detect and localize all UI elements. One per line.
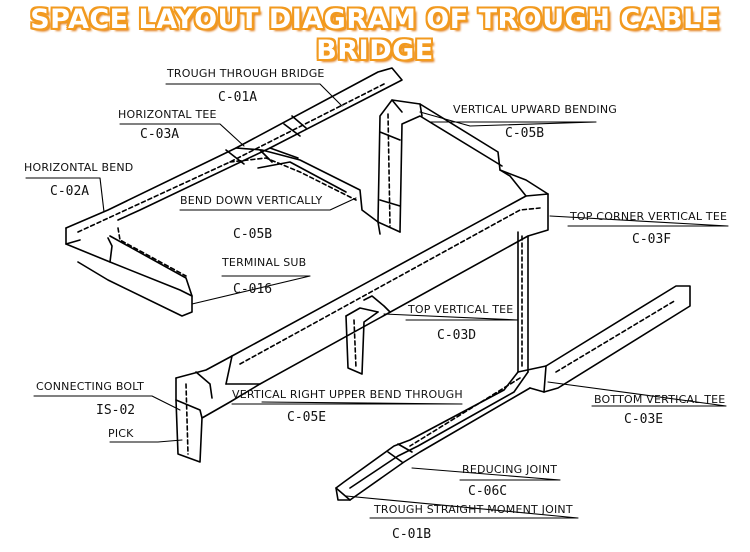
label-vertical-upward-bending: VERTICAL UPWARD BENDING: [453, 103, 617, 116]
diagram-title: SPACE LAYOUT DIAGRAM OF TROUGH CABLE BRI…: [30, 4, 720, 66]
main-tray: [175, 169, 549, 463]
code-bottom-vertical-tee: C-03E: [624, 412, 664, 427]
code-reducing-joint: C-06C: [468, 484, 508, 499]
code-vertical-upward-bending: C-05B: [505, 126, 545, 141]
code-connecting-bolt: IS-02: [96, 403, 136, 418]
label-pick: PICK: [108, 427, 134, 440]
code-top-vertical-tee: C-03D: [437, 328, 477, 343]
label-trough-through-bridge: TROUGH THROUGH BRIDGE: [167, 67, 325, 80]
label-trough-straight-moment-joint: TROUGH STRAIGHT MOMENT JOINT: [374, 503, 573, 516]
code-vertical-right-upper-bend: C-05E: [287, 410, 327, 425]
label-horizontal-bend: HORIZONTAL BEND: [24, 161, 134, 174]
label-top-vertical-tee: TOP VERTICAL TEE: [408, 303, 514, 316]
code-trough-through-bridge: C-01A: [218, 90, 258, 105]
label-connecting-bolt: CONNECTING BOLT: [36, 380, 144, 393]
vertical-riser: [377, 99, 511, 233]
label-horizontal-tee: HORIZONTAL TEE: [118, 108, 217, 121]
label-terminal-sub: TERMINAL SUB: [222, 256, 307, 269]
label-vertical-right-upper-bend: VERTICAL RIGHT UPPER BEND THROUGH: [232, 388, 463, 401]
code-trough-straight-moment-joint: C-01B: [392, 527, 432, 542]
code-top-corner-vertical-tee: C-03F: [632, 232, 672, 247]
code-bend-down-vertically: C-05B: [233, 227, 273, 242]
code-terminal-sub: C-016: [233, 282, 273, 297]
label-bend-down-vertically: BEND DOWN VERTICALLY: [180, 194, 323, 207]
label-bottom-vertical-tee: BOTTOM VERTICAL TEE: [594, 393, 726, 406]
leader-lines: [25, 83, 729, 519]
lower-tray: [335, 285, 691, 501]
label-top-corner-vertical-tee: TOP CORNER VERTICAL TEE: [570, 210, 728, 223]
code-horizontal-bend: C-02A: [50, 184, 90, 199]
title-banner: [0, 0, 750, 46]
code-horizontal-tee: C-03A: [140, 127, 180, 142]
label-reducing-joint: REDUCING JOINT: [462, 463, 558, 476]
upper-tray-outline: [65, 67, 403, 317]
